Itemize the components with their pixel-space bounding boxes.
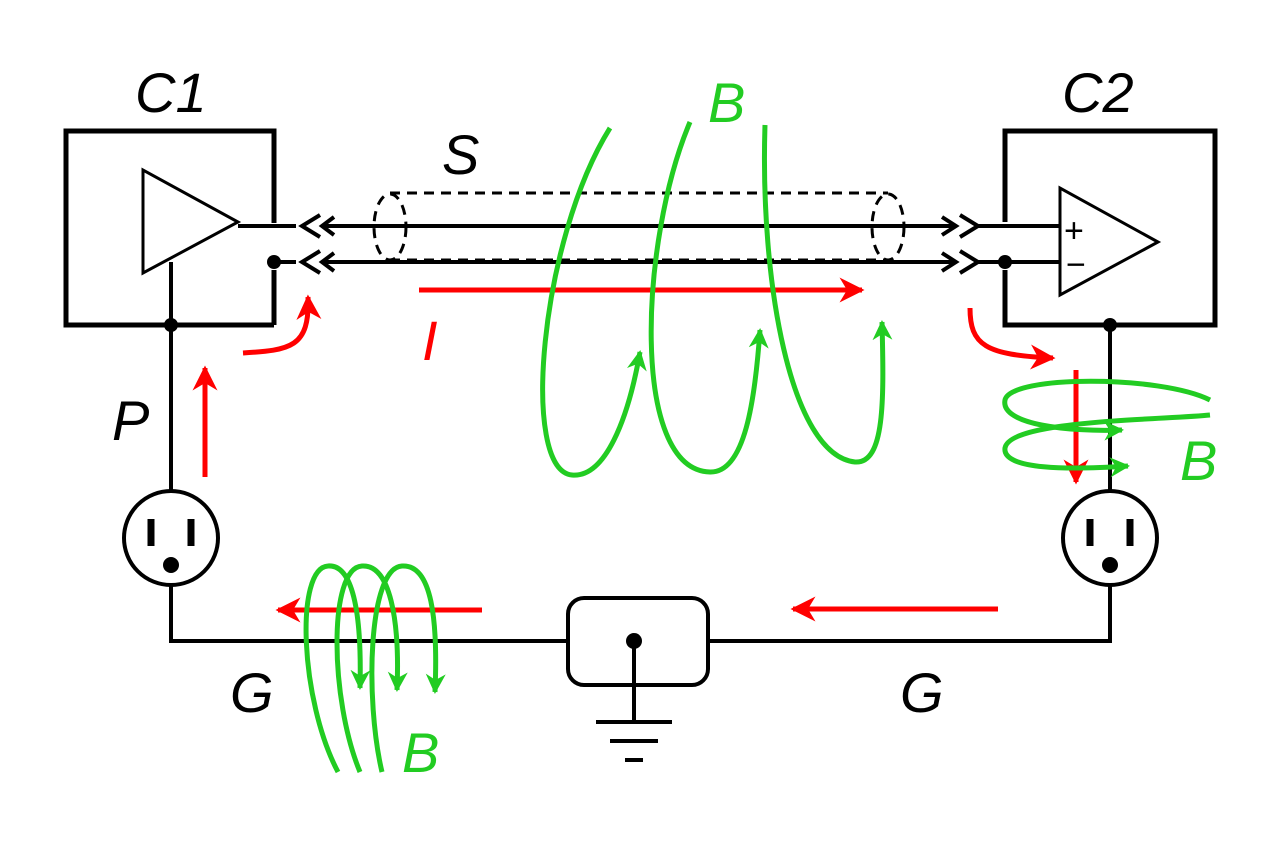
label-shield: S (442, 123, 479, 186)
label-minus: − (1066, 246, 1086, 284)
label-field-right: B (1180, 429, 1217, 492)
connector-icon (298, 213, 322, 239)
label-current: I (422, 309, 438, 372)
magnetic-field-bottom (303, 563, 446, 774)
label-power: P (112, 389, 149, 452)
magnetic-field-top (540, 121, 893, 478)
power-outlet-icon (1061, 489, 1159, 587)
c2-box (1002, 128, 1218, 328)
power-outlet-icon (122, 489, 220, 587)
differential-amplifier-icon (1058, 185, 1162, 298)
magnetic-field-right (1002, 378, 1212, 478)
current-arrows (192, 277, 1089, 623)
label-field-top: B (708, 71, 745, 134)
device-c2 (978, 128, 1218, 332)
label-plus: + (1064, 212, 1084, 250)
label-c1: C1 (135, 61, 207, 124)
shielded-cable (298, 191, 982, 275)
label-ground-left: G (230, 661, 274, 724)
device-c1 (63, 128, 296, 332)
c1-box (63, 128, 277, 328)
label-field-bottom: B (402, 721, 439, 784)
ground-symbol-icon (566, 596, 710, 762)
label-c2: C2 (1062, 61, 1134, 124)
ground-loop-wiring (169, 325, 1112, 643)
amplifier-icon (141, 167, 242, 276)
label-ground-right: G (900, 661, 944, 724)
